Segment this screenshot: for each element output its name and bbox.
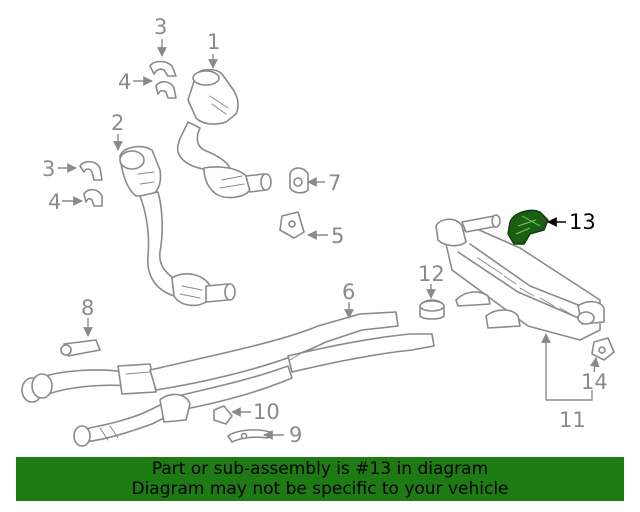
callout-10: 10	[253, 400, 280, 424]
callout-numbers: 1 2 3 4 3 4 7 5 6 8 12 13 10 9 14 11	[42, 15, 608, 447]
banner-line-1: Part or sub-assembly is #13 in diagram	[151, 459, 489, 479]
callout-3-upper: 3	[154, 15, 167, 39]
callout-13: 13	[569, 210, 596, 234]
part-4-clamp-upper	[155, 80, 177, 99]
part-8-sensor	[60, 339, 101, 357]
part-3-clamp-lower	[79, 160, 103, 181]
callout-3-lower: 3	[42, 157, 55, 181]
callout-14: 14	[581, 370, 608, 394]
leader-lines	[58, 39, 600, 440]
callout-11: 11	[559, 408, 586, 432]
callout-4-upper: 4	[118, 70, 131, 94]
callout-9: 9	[289, 423, 302, 447]
callout-4-lower: 4	[48, 190, 61, 214]
callout-8: 8	[81, 296, 94, 320]
banner-line-2: Diagram may not be specific to your vehi…	[131, 479, 509, 499]
diagram-notice-banner: Part or sub-assembly is #13 in diagram D…	[16, 457, 624, 501]
callout-1: 1	[207, 30, 220, 54]
part-13-highlighted	[507, 209, 549, 245]
part-14-actuator	[591, 337, 615, 361]
callout-5: 5	[331, 224, 344, 248]
callout-6: 6	[342, 280, 355, 304]
part-10-hanger	[213, 405, 233, 425]
part-1-catalytic-converter	[176, 68, 272, 199]
part-3-clamp-upper	[149, 60, 177, 77]
part-7-hanger	[289, 167, 309, 194]
part-9-bracket	[227, 429, 271, 443]
part-6-intermediate-pipe	[21, 311, 435, 447]
part-2-catalytic-converter	[119, 145, 236, 307]
part-12-clamp	[419, 299, 445, 320]
part-11-rear-muffler	[435, 214, 605, 341]
exhaust-system-diagram: 1 2 3 4 3 4 7 5 6 8 12 13 10 9 14 11	[21, 15, 615, 447]
callout-12: 12	[418, 262, 445, 286]
callout-7: 7	[328, 171, 341, 195]
callout-2: 2	[111, 111, 124, 135]
part-5-bracket	[279, 211, 305, 239]
part-4-clamp-lower	[83, 188, 103, 207]
